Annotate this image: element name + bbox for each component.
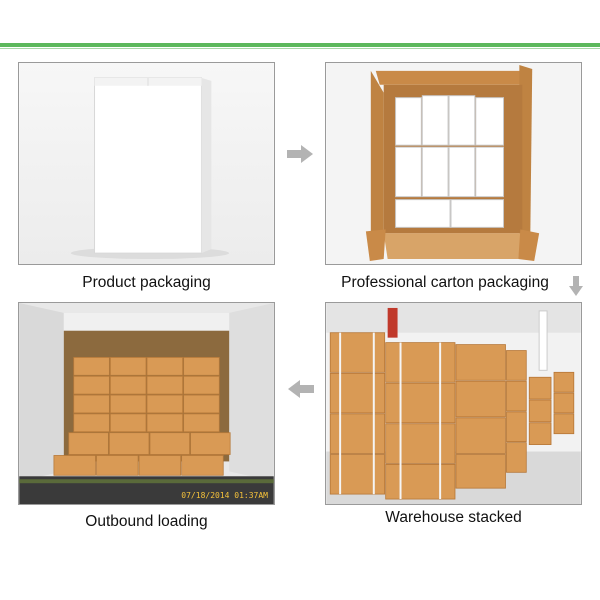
container-loading-illustration <box>19 303 274 504</box>
warehouse-illustration <box>326 303 581 504</box>
arrow-left-icon <box>288 380 314 398</box>
arrow-down-icon <box>569 276 583 296</box>
arrow-right-icon <box>287 145 313 163</box>
product-packaging-image <box>18 62 275 265</box>
step-caption-product-packaging: Product packaging <box>82 274 211 291</box>
carton-packaging-image <box>325 62 582 265</box>
warehouse-stacked-image <box>325 302 582 505</box>
step-caption-outbound-loading: Outbound loading <box>85 513 208 530</box>
white-box-illustration <box>19 63 274 264</box>
step-caption-warehouse-stacked: Warehouse stacked <box>385 509 522 526</box>
outbound-loading-image: 07/18/2014 01:37AM <box>18 302 275 505</box>
header-divider <box>0 43 600 47</box>
photo-timestamp: 07/18/2014 01:37AM <box>181 491 268 500</box>
header-divider-shadow <box>0 48 600 49</box>
open-carton-illustration <box>326 63 581 264</box>
step-caption-carton-packaging: Professional carton packaging <box>341 274 549 291</box>
